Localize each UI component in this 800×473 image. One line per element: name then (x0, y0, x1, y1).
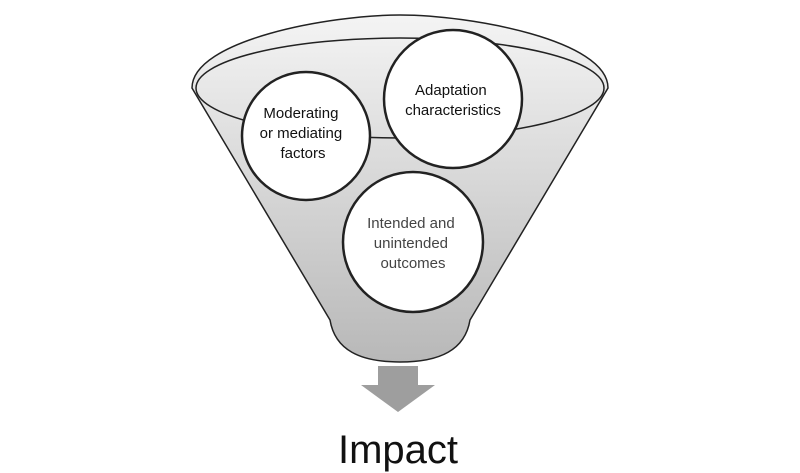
circle-moderating-line-2: or mediating (260, 125, 343, 142)
down-arrow-icon (361, 366, 435, 412)
circle-outcomes-line-3: outcomes (380, 255, 445, 272)
circle-outcomes-line-1: Intended and (367, 215, 455, 232)
circle-adaptation-line-2: characteristics (405, 102, 501, 119)
circle-adaptation-line-1: Adaptation (415, 82, 487, 99)
impact-label: Impact (338, 428, 458, 472)
circle-adaptation-shape (382, 28, 524, 170)
circle-adaptation-characteristics: Adaptation characteristics (382, 28, 524, 170)
circle-moderating-line-3: factors (280, 145, 325, 162)
circle-outcomes-shape (341, 170, 485, 314)
circle-moderating-shape (240, 70, 372, 202)
circle-moderating-factors: Moderating or mediating factors (240, 70, 372, 202)
circle-intended-outcomes: Intended and unintended outcomes (341, 170, 485, 314)
circle-moderating-line-1: Moderating (263, 105, 338, 122)
circle-outcomes-label: Intended and unintended outcomes (367, 215, 459, 272)
circle-outcomes-line-2: unintended (374, 235, 448, 252)
circle-adaptation-label: Adaptation characteristics (405, 82, 501, 119)
circle-moderating-label: Moderating or mediating factors (260, 105, 347, 162)
